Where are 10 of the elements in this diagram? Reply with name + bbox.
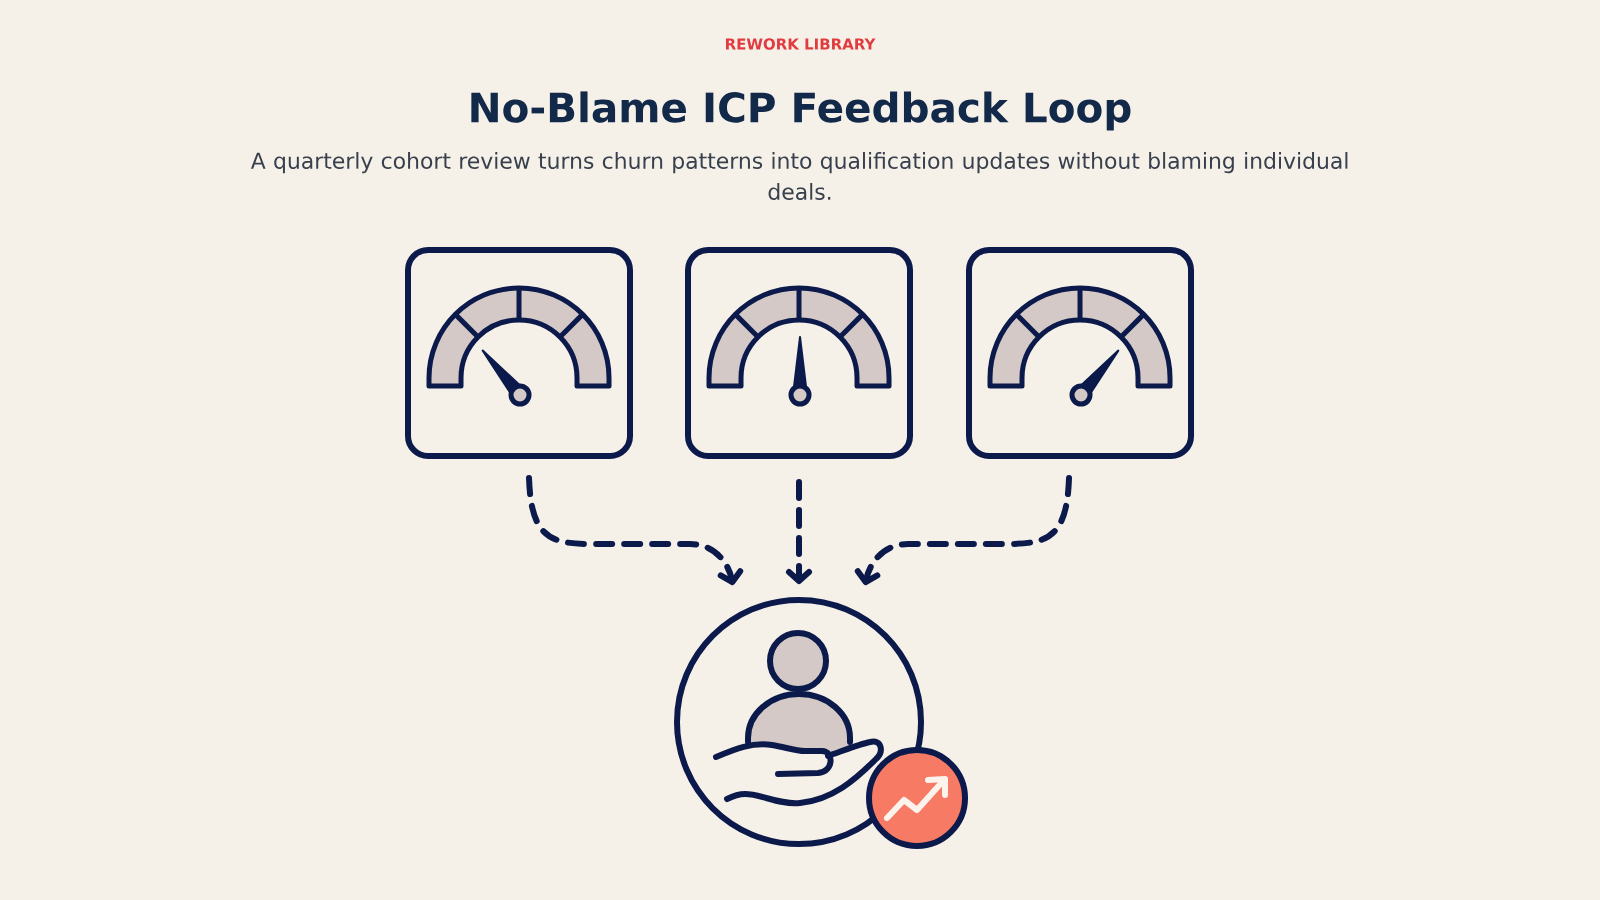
subtitle: A quarterly cohort review turns churn patterns into qualification updates without blaming individual deals. [250, 152, 1348, 200]
gauge-card [405, 247, 633, 459]
gauge-card [966, 247, 1194, 459]
title: No-Blame ICP Feedback Loop [471, 91, 1131, 131]
person-circle [674, 597, 924, 847]
dashed-arrow [854, 475, 1072, 586]
dashed-arrow [526, 475, 744, 586]
gauge-card [685, 247, 913, 459]
kicker-label: REWORK LIBRARY [726, 38, 876, 50]
dashed-arrow [786, 479, 812, 584]
